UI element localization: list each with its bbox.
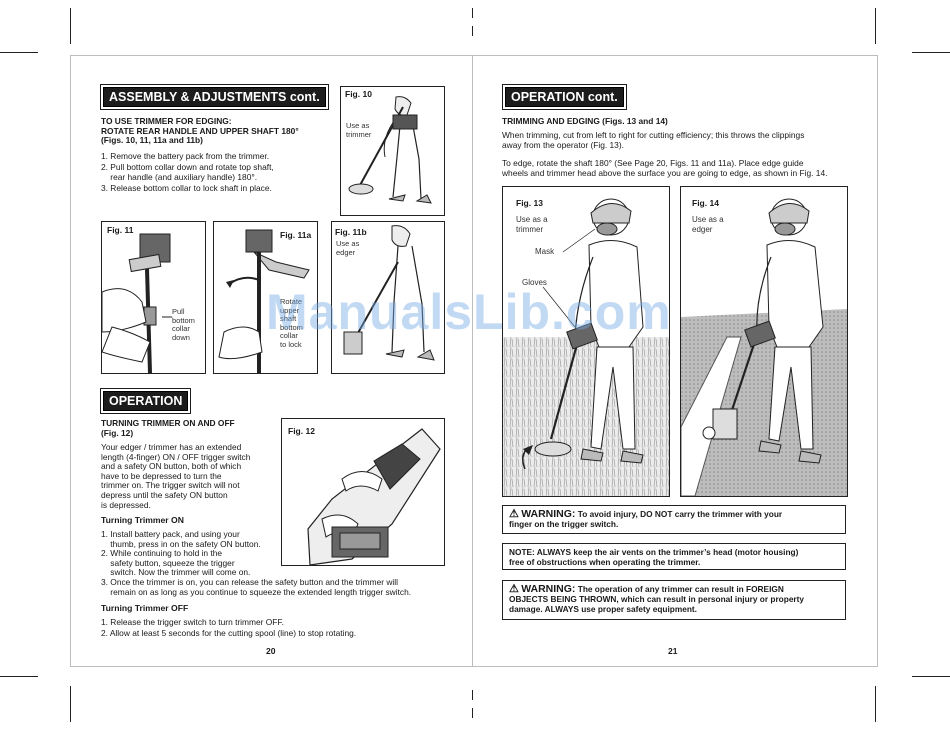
- crop-mark: [0, 52, 38, 53]
- on-steps: 1. Install battery pack, and using your …: [101, 529, 412, 597]
- page-number-left: 20: [266, 646, 276, 656]
- fig10-label: Fig. 10: [345, 89, 372, 99]
- crop-mark: [875, 686, 876, 722]
- note-line-1: NOTE: ALWAYS keep the air vents on the t…: [509, 547, 799, 557]
- warning-triangle-icon: ⚠: [509, 508, 519, 520]
- gloves-label: Gloves: [522, 278, 547, 287]
- on-title: Turning Trimmer ON: [101, 515, 184, 525]
- warning2-body-1: The operation of any trimmer can result …: [577, 584, 784, 594]
- figure-12: Fig. 12: [281, 418, 445, 566]
- edging-person-illustration: [681, 198, 847, 496]
- trigger-illustration: [307, 428, 441, 565]
- edger-illustration: [343, 225, 435, 361]
- warning-box-2: ⚠ WARNING: The operation of any trimmer …: [502, 580, 846, 620]
- crop-mark: [70, 8, 71, 44]
- center-crop-mark: [472, 26, 473, 36]
- crop-mark: [70, 686, 71, 722]
- warning2-title: WARNING:: [521, 583, 576, 595]
- fig11a-label: Fig. 11a: [280, 230, 312, 240]
- center-crop-mark: [472, 8, 473, 18]
- fig14-label: Fig. 14: [692, 198, 719, 208]
- trim-body-1: When trimming, cut from left to right fo…: [502, 130, 805, 150]
- operation-cont-header: OPERATION cont.: [502, 84, 627, 110]
- fig13-label: Fig. 13: [516, 198, 543, 208]
- edging-steps: 1. Remove the battery pack from the trim…: [101, 151, 274, 193]
- note-line-2: free of obstructions when operating the …: [509, 557, 701, 567]
- rotate-illustration: [218, 229, 310, 373]
- center-crop-mark: [472, 690, 473, 700]
- warning-box-1: ⚠ WARNING: To avoid injury, DO NOT carry…: [502, 505, 846, 534]
- onoff-title: TURNING TRIMMER ON AND OFF (Fig. 12): [101, 418, 235, 438]
- mask-label: Mask: [535, 247, 555, 256]
- watermark: ManualsLib.com: [266, 284, 672, 340]
- assembly-header: ASSEMBLY & ADJUSTMENTS cont.: [100, 84, 329, 110]
- fig12-label: Fig. 12: [288, 426, 315, 436]
- operation-header: OPERATION: [99, 388, 192, 414]
- warning1-body-2: finger on the trigger switch.: [509, 519, 619, 529]
- page-number-right: 21: [668, 646, 678, 656]
- fig11-label: Fig. 11: [107, 225, 134, 235]
- crop-mark: [912, 676, 950, 677]
- trimmer-illustration: [348, 96, 432, 204]
- crop-mark: [875, 8, 876, 44]
- warning1-body-1: To avoid injury, DO NOT carry the trimme…: [577, 509, 783, 519]
- trimming-person-illustration: [503, 198, 669, 496]
- crop-mark: [912, 52, 950, 53]
- crop-mark: [0, 676, 38, 677]
- trim-body-2: To edge, rotate the shaft 180° (See Page…: [502, 158, 828, 178]
- off-title: Turning Trimmer OFF: [101, 603, 189, 613]
- note-box: NOTE: ALWAYS keep the air vents on the t…: [502, 543, 846, 570]
- warning1-title: WARNING:: [521, 508, 576, 520]
- warning2-body-2: OBJECTS BEING THROWN, which can result i…: [509, 594, 805, 604]
- edging-title: TO USE TRIMMER FOR EDGING: ROTATE REAR H…: [101, 116, 299, 146]
- off-steps: 1. Release the trigger switch to turn tr…: [101, 617, 357, 638]
- warning2-body-3: damage. ALWAYS use proper safety equipme…: [509, 604, 697, 614]
- trim-title: TRIMMING AND EDGING (Figs. 13 and 14): [502, 116, 668, 126]
- fig11b-label: Fig. 11b: [335, 227, 367, 237]
- center-crop-mark: [472, 708, 473, 718]
- onoff-body: Your edger / trimmer has an extended len…: [101, 442, 251, 510]
- collar-illustration: [102, 233, 172, 373]
- warning-triangle-icon: ⚠: [509, 583, 519, 595]
